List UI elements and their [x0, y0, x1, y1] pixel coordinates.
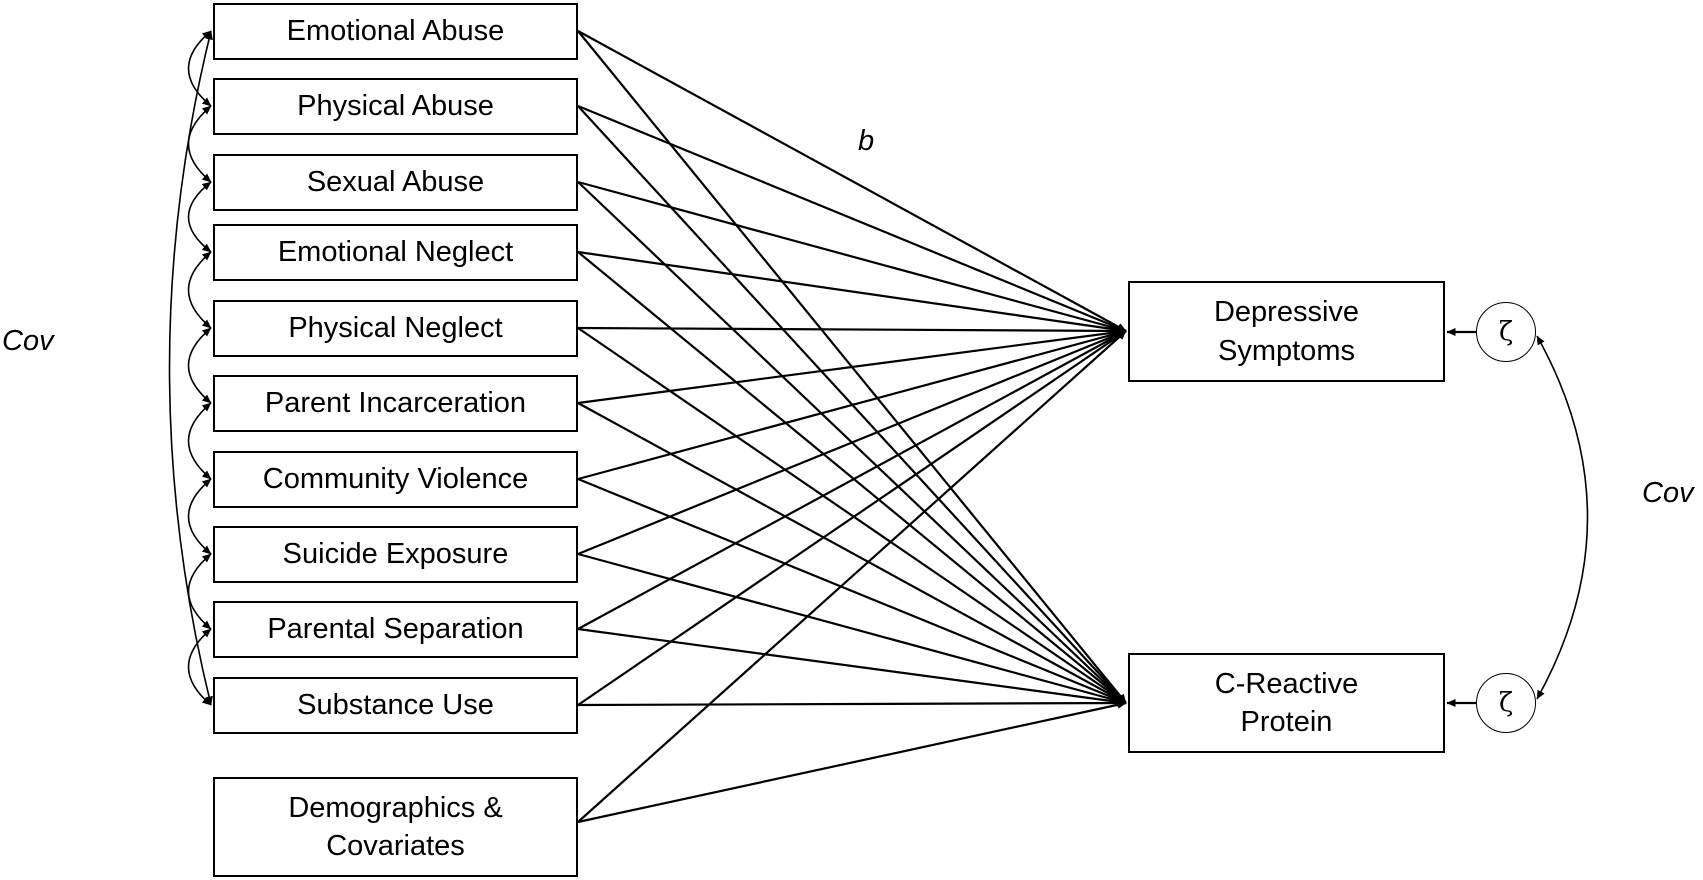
path-arrow-to-depressive-6: [577, 329, 1127, 481]
covariance-label-left: Cov: [2, 325, 54, 357]
predictor-label: Physical Neglect: [288, 312, 503, 345]
predictor-box-parent-incarceration: Parent Incarceration: [213, 375, 578, 432]
covariance-arc-all: [168, 30, 213, 706]
outcome-label-line1: C-Reactive: [1214, 667, 1359, 700]
path-arrow-to-crp-6: [577, 477, 1127, 705]
path-arrow-to-crp-8: [577, 627, 1127, 706]
predictor-box-emotional-neglect: Emotional Neglect: [213, 224, 578, 281]
predictor-box-suicide-exposure: Suicide Exposure: [213, 526, 578, 583]
predictor-label: Emotional Abuse: [286, 15, 505, 48]
path-arrow-to-crp-9: [577, 699, 1127, 708]
predictor-label: Suicide Exposure: [282, 538, 509, 571]
predictor-label: Parental Separation: [267, 613, 524, 646]
outcome-label-line2: Symptoms: [1218, 334, 1355, 367]
path-coefficient-label: b: [858, 125, 875, 157]
outcome-box-c-reactive-protein: C-Reactive Protein: [1128, 653, 1445, 753]
path-arrow-to-depressive-4: [577, 326, 1127, 335]
path-arrow-to-depressive-2: [577, 180, 1127, 333]
covariates-label-line1: Demographics &: [288, 791, 503, 824]
path-arrow-to-crp-3: [577, 251, 1127, 704]
predictor-label: Substance Use: [297, 689, 494, 722]
outcome-label-line2: Protein: [1240, 706, 1333, 738]
covariance-arc-6: [187, 478, 212, 555]
covariance-arc-7: [187, 553, 212, 630]
residual-covariance-arc: [1536, 335, 1589, 700]
covariance-arc-0: [187, 30, 212, 107]
covariate-arrow-to-crp: [577, 700, 1127, 824]
covariates-box: Demographics & Covariates: [213, 777, 578, 877]
covariance-arc-8: [187, 628, 212, 706]
path-arrow-to-depressive-1: [577, 104, 1127, 333]
predictor-box-substance-use: Substance Use: [213, 677, 578, 734]
residual-circle-depressive: ζ: [1476, 302, 1536, 362]
predictor-box-emotional-abuse: Emotional Abuse: [213, 3, 578, 60]
path-arrow-to-depressive-7: [577, 329, 1127, 556]
zeta-symbol: ζ: [1498, 317, 1514, 347]
covariance-label-right: Cov: [1642, 477, 1694, 509]
outcome-label-line1: Depressive: [1213, 296, 1360, 329]
residual-circle-crp: ζ: [1476, 673, 1536, 733]
covariate-arrow-to-depressive: [577, 330, 1127, 823]
predictor-label: Parent Incarceration: [264, 387, 527, 420]
predictor-box-parental-separation: Parental Separation: [213, 601, 578, 658]
predictor-box-community-violence: Community Violence: [213, 451, 578, 508]
predictor-label: Community Violence: [262, 463, 529, 496]
predictor-label: Emotional Neglect: [277, 236, 514, 269]
predictor-box-physical-abuse: Physical Abuse: [213, 78, 578, 135]
zeta-symbol: ζ: [1498, 688, 1514, 718]
covariance-arc-3: [187, 251, 212, 329]
outcome-box-depressive-symptoms: Depressive Symptoms: [1128, 281, 1445, 382]
covariance-arc-4: [187, 327, 212, 404]
path-arrow-to-crp-5: [577, 402, 1127, 704]
predictor-box-sexual-abuse: Sexual Abuse: [213, 154, 578, 211]
predictor-label: Sexual Abuse: [306, 166, 485, 199]
covariance-arc-1: [187, 105, 212, 183]
path-arrow-to-depressive-5: [577, 328, 1127, 405]
path-arrow-to-depressive-0: [577, 30, 1127, 332]
covariance-arc-2: [187, 181, 212, 253]
predictor-label: Physical Abuse: [297, 90, 494, 123]
path-arrow-to-depressive-9: [577, 330, 1127, 706]
covariance-arc-5: [187, 402, 212, 480]
predictor-box-physical-neglect: Physical Neglect: [213, 300, 578, 357]
path-arrow-to-depressive-8: [577, 330, 1127, 630]
covariates-label-line2: Covariates: [326, 830, 465, 862]
path-arrow-to-depressive-3: [577, 250, 1127, 334]
path-arrow-to-crp-4: [577, 327, 1127, 704]
